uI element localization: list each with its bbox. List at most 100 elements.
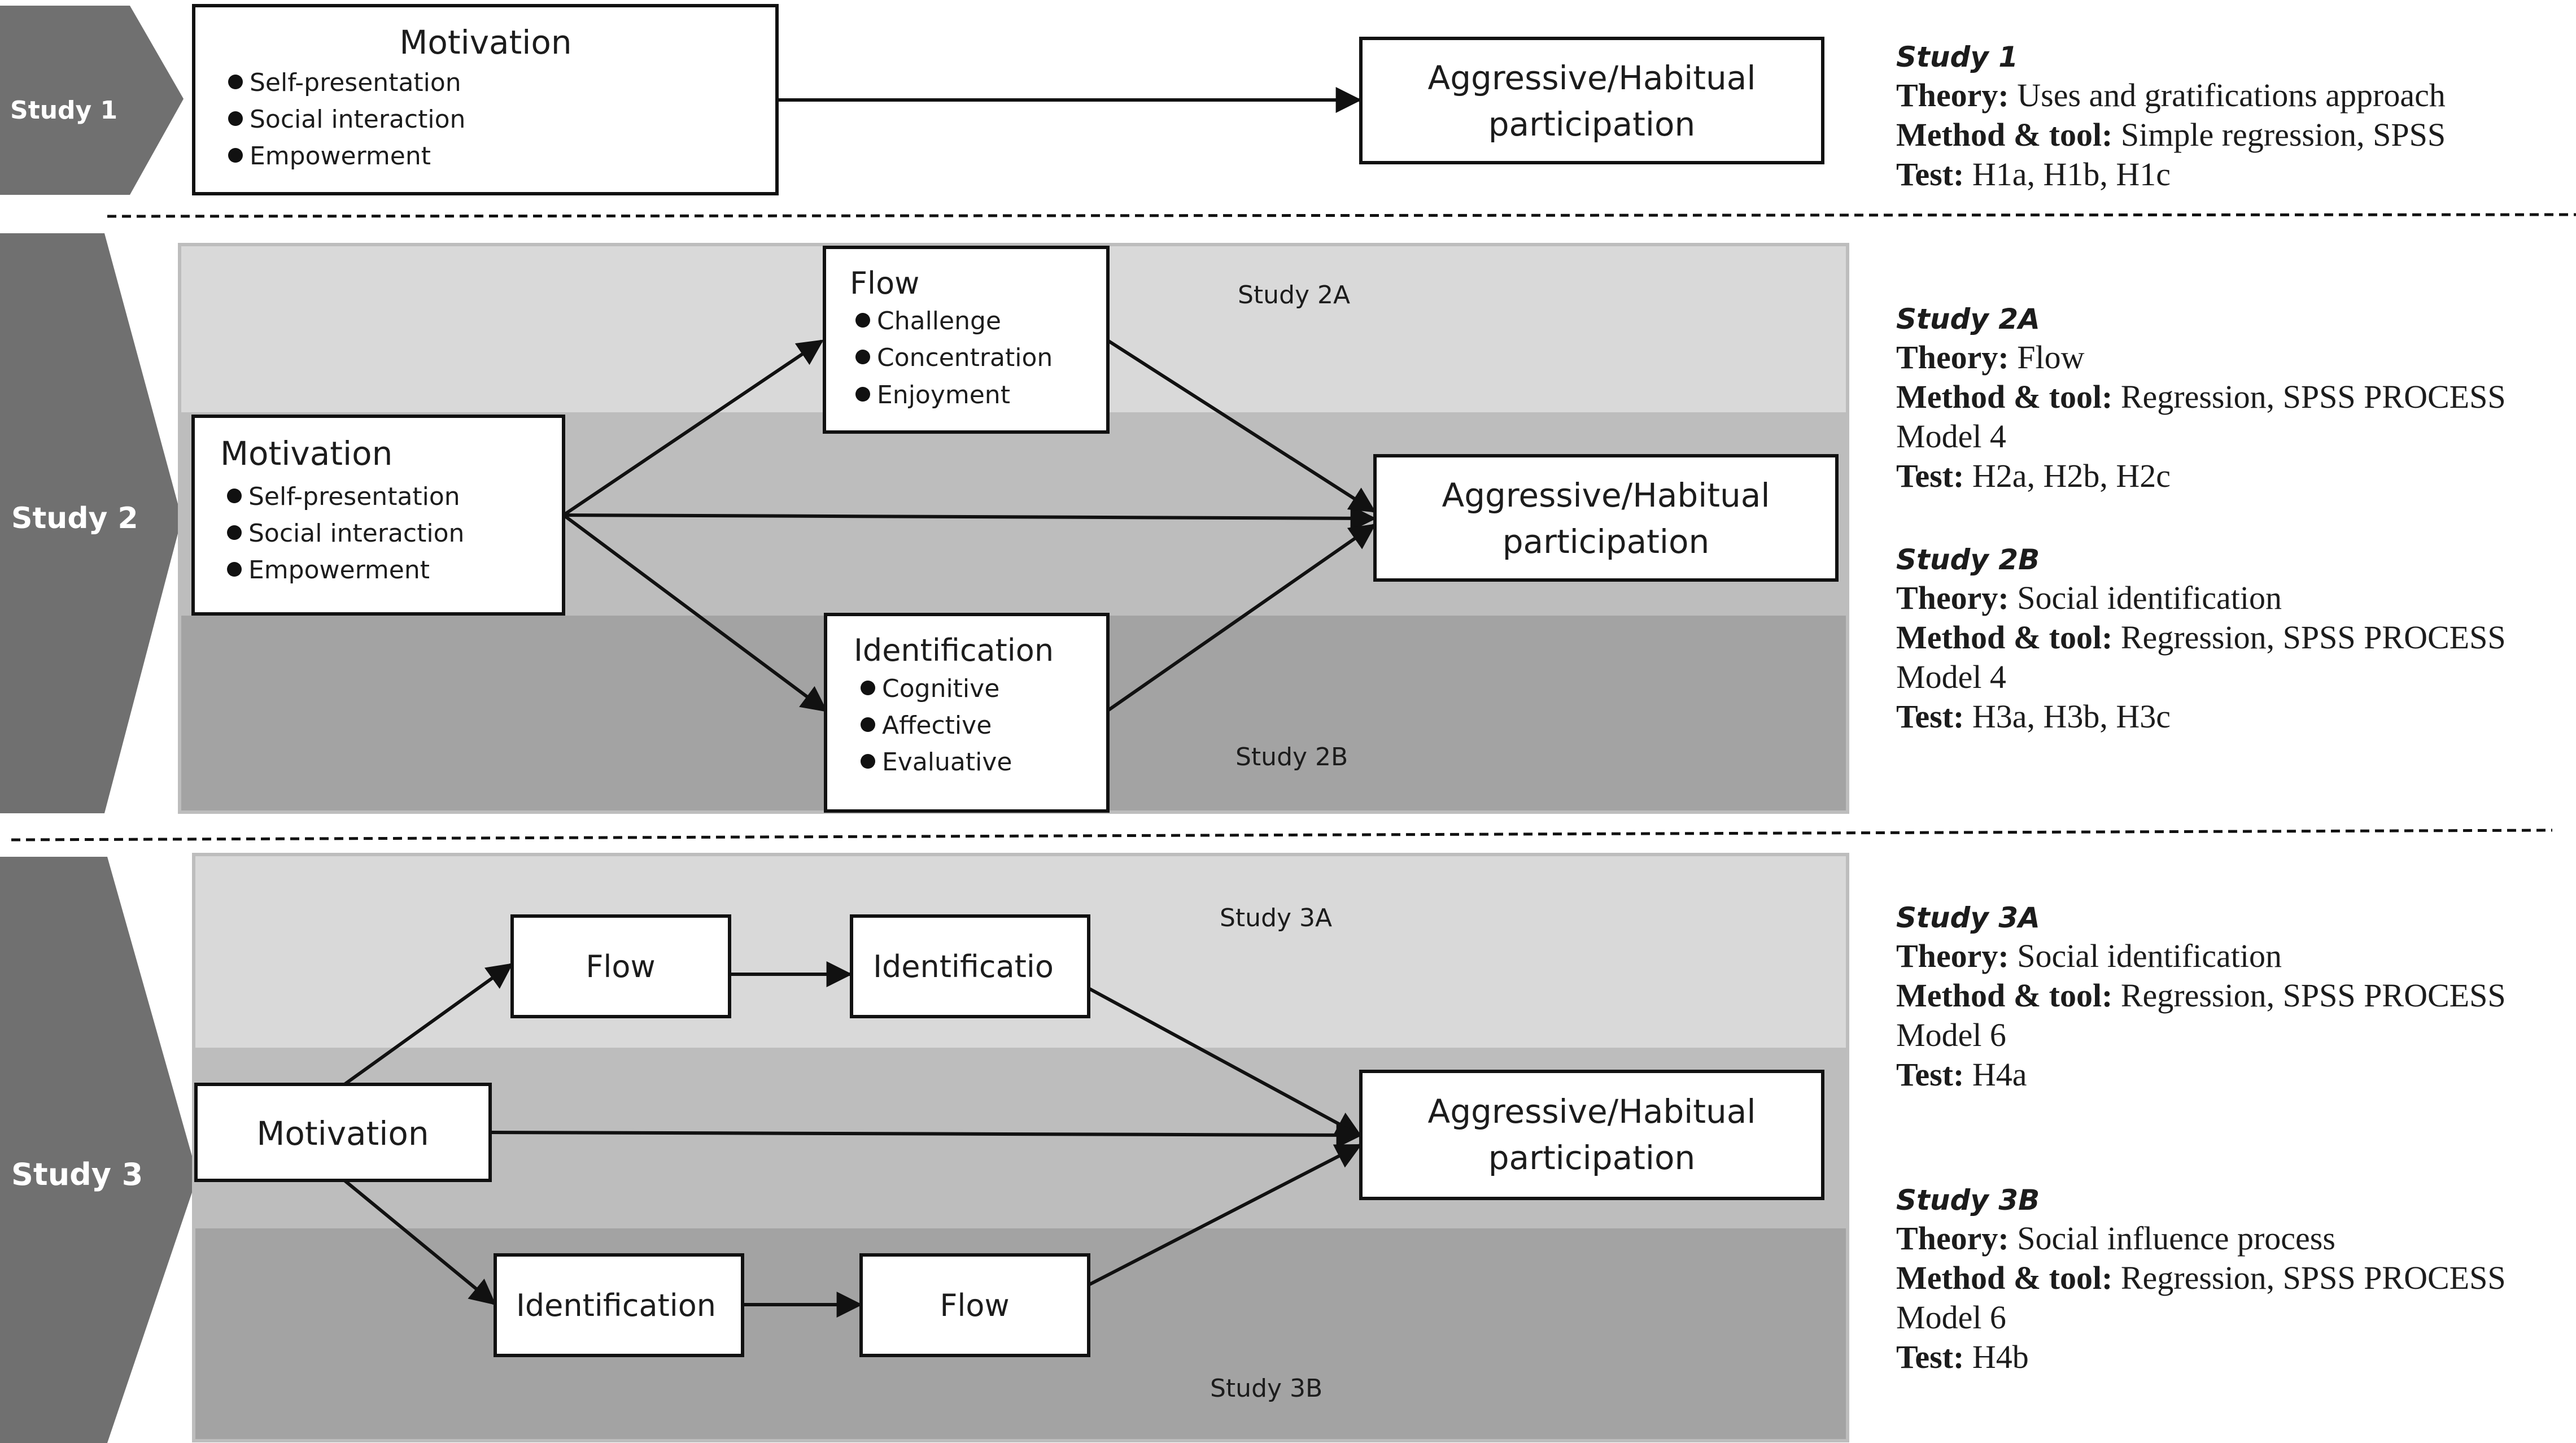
bullet-dot: [861, 681, 875, 695]
study3b-notes-heading: Study 3B: [1896, 1184, 2040, 1217]
study2-motivation-bullets: Self-presentation Social interaction Emp…: [227, 482, 464, 585]
study3-panel-b-label: Study 3B: [1210, 1374, 1322, 1403]
study1-test: Test: H1a, H1b, H1c: [1896, 156, 2171, 193]
test-value: H2a, H2b, H2c: [1964, 457, 2171, 494]
study2b-notes: Study 2B Theory: Social identification M…: [1896, 543, 2506, 735]
study1-chevron: [0, 6, 184, 195]
bullet-text: Social interaction: [248, 519, 464, 548]
bullet-dot: [855, 313, 870, 328]
bullet-dot: [861, 754, 875, 769]
study1-notes: Study 1 Theory: Uses and gratifications …: [1896, 41, 2446, 193]
study1-outcome-box: [1359, 37, 1824, 164]
study1-motivation-box: [192, 4, 779, 195]
study3-outcome-box: [1359, 1070, 1824, 1200]
study3b-theory: Theory: Social influence process: [1896, 1220, 2335, 1257]
study3-chevron-label: Study 3: [11, 1157, 143, 1192]
theory-value: Uses and gratifications approach: [2009, 77, 2446, 114]
theory-value: Social identification: [2009, 579, 2282, 616]
bullet-text: Self-presentation: [250, 68, 461, 97]
study3-b-flow-box: [859, 1253, 1090, 1357]
study1-outcome-line2: participation: [1488, 105, 1696, 143]
study2a-test: Test: H2a, H2b, H2c: [1896, 457, 2171, 494]
bullet-text: Social interaction: [250, 105, 465, 134]
study2a-method-cont: Model 4: [1896, 418, 2006, 455]
theory-label: Theory:: [1896, 77, 2009, 114]
study2-identification-title: Identification: [854, 633, 1054, 668]
study2-outcome-line2: participation: [1503, 522, 1710, 561]
study2a-theory: Theory: Flow: [1896, 339, 2085, 376]
bullet-text: Evaluative: [882, 748, 1012, 777]
study3-panel-a-label: Study 3A: [1220, 904, 1332, 932]
bullet-text: Self-presentation: [248, 482, 460, 511]
study1-theory: Theory: Uses and gratifications approach: [1896, 77, 2446, 114]
study3-outcome-line2: participation: [1488, 1139, 1696, 1177]
study2-flow-title: Flow: [850, 265, 919, 301]
theory-value: Flow: [2009, 339, 2085, 376]
bullet-dot: [228, 75, 243, 89]
method-label: Method & tool:: [1896, 116, 2112, 153]
study3b-test: Test: H4b: [1896, 1339, 2029, 1375]
test-value: H4a: [1964, 1056, 2027, 1093]
bullet-text: Concentration: [877, 343, 1053, 372]
study3b-method-cont: Model 6: [1896, 1299, 2006, 1336]
study3-motivation-box: [194, 1083, 492, 1182]
study1-section: Study 1 Motivation Self-presentation Soc…: [0, 4, 2446, 195]
bullet-dot: [227, 489, 242, 503]
study3-arrow-identification-outcome: [1088, 987, 1363, 1137]
study3a-notes: Study 3A Theory: Social identification M…: [1896, 901, 2506, 1093]
study3a-test: Test: H4a: [1896, 1056, 2027, 1093]
divider-1-2: [107, 213, 2576, 218]
theory-label: Theory:: [1896, 1220, 2009, 1257]
test-label: Test:: [1896, 457, 1964, 494]
study3b-method: Method & tool: Regression, SPSS PROCESS: [1896, 1259, 2506, 1296]
study3-arrow-motivation-flow: [343, 963, 513, 1086]
method-label: Method & tool:: [1896, 378, 2112, 415]
study2-motivation-box: [191, 415, 565, 616]
study2-chevron-label: Study 2: [11, 502, 138, 535]
test-value: H3a, H3b, H3c: [1964, 698, 2171, 735]
bullet-text: Enjoyment: [877, 381, 1010, 409]
study1-motivation-bullets: Self-presentation Social interaction Emp…: [228, 68, 465, 171]
study3-chevron: [0, 857, 198, 1443]
study2-section: Study 2 Study 2A Study 2B Motivation Sel…: [0, 233, 2506, 814]
study2-arrow-motivation-identification: [562, 513, 828, 712]
study2a-notes: Study 2A Theory: Flow Method & tool: Reg…: [1896, 303, 2506, 494]
study2b-method-cont: Model 4: [1896, 659, 2006, 695]
study3-b-flow-label: Flow: [940, 1288, 1009, 1323]
study2-flow-box: [823, 246, 1110, 434]
bullet-text: Empowerment: [248, 556, 430, 585]
study2-arrow-motivation-flow: [562, 339, 824, 517]
study3-outcome-line1: Aggressive/Habitual: [1428, 1092, 1756, 1131]
study1-outcome-line1: Aggressive/Habitual: [1428, 59, 1756, 97]
study3-b-identification-box: [494, 1253, 744, 1357]
method-value: Regression, SPSS PROCESS: [2112, 619, 2505, 656]
study3-arrow-motivation-outcome: [490, 1122, 1363, 1148]
bullet-text: Empowerment: [250, 142, 431, 171]
bullet-text: Cognitive: [882, 674, 999, 703]
study3a-notes-heading: Study 3A: [1896, 901, 2040, 934]
test-label: Test:: [1896, 1056, 1964, 1093]
study2-arrow-flow-outcome: [1107, 339, 1376, 513]
study2b-test: Test: H3a, H3b, H3c: [1896, 698, 2171, 735]
study2b-notes-heading: Study 2B: [1896, 543, 2040, 576]
study2-motivation-title: Motivation: [220, 434, 392, 473]
study3-a-identification-label: Identificatio: [873, 949, 1054, 984]
method-value: Regression, SPSS PROCESS: [2112, 378, 2505, 415]
study1-method: Method & tool: Simple regression, SPSS: [1896, 116, 2446, 153]
study2-outcome-line1: Aggressive/Habitual: [1442, 476, 1770, 515]
bullet-dot: [227, 562, 242, 577]
study2-panel-b-label: Study 2B: [1235, 743, 1348, 771]
theory-label: Theory:: [1896, 938, 2009, 974]
study3a-method: Method & tool: Regression, SPSS PROCESS: [1896, 977, 2506, 1014]
study1-chevron-label: Study 1: [10, 96, 117, 125]
study2-outcome-box: [1373, 454, 1839, 582]
test-label: Test:: [1896, 1339, 1964, 1375]
theory-value: Social influence process: [2009, 1220, 2335, 1257]
method-value: Simple regression, SPSS: [2112, 116, 2446, 153]
study3a-method-cont: Model 6: [1896, 1017, 2006, 1053]
study3-b-identification-label: Identification: [516, 1288, 716, 1323]
study1-notes-heading: Study 1: [1896, 41, 2018, 73]
test-label: Test:: [1896, 698, 1964, 735]
study3b-notes: Study 3B Theory: Social influence proces…: [1896, 1184, 2506, 1375]
